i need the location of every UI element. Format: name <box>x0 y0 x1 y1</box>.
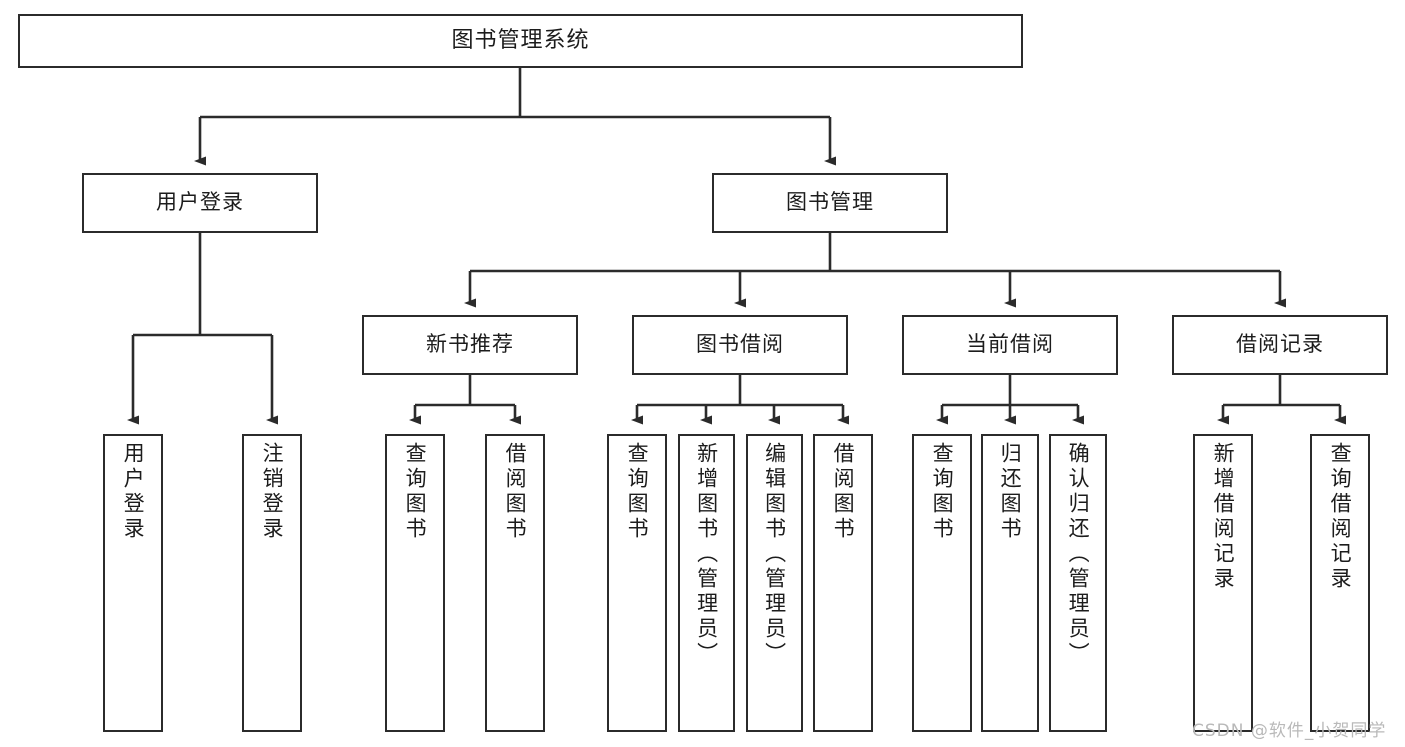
node-leaf-user-login[interactable]: 用户登录 <box>103 434 163 732</box>
node-new-book-rec-label: 新书推荐 <box>426 332 514 357</box>
node-book-manage-label: 图书管理 <box>786 190 874 215</box>
node-leaf-query-book-1-label: 查询图书 <box>403 442 428 542</box>
node-current-borrow[interactable]: 当前借阅 <box>902 315 1118 375</box>
node-leaf-edit-book-label: 编辑图书（管理员） <box>762 442 787 667</box>
node-leaf-confirm-return-label: 确认归还（管理员） <box>1066 442 1091 667</box>
node-leaf-add-book-label: 新增图书（管理员） <box>694 442 719 667</box>
node-root[interactable]: 图书管理系统 <box>18 14 1023 68</box>
node-leaf-user-login-label: 用户登录 <box>121 442 146 542</box>
node-user-login[interactable]: 用户登录 <box>82 173 318 233</box>
node-current-borrow-label: 当前借阅 <box>966 332 1054 357</box>
node-leaf-query-book-3[interactable]: 查询图书 <box>912 434 972 732</box>
node-leaf-add-book[interactable]: 新增图书（管理员） <box>678 434 735 732</box>
node-root-label: 图书管理系统 <box>451 27 590 53</box>
node-leaf-query-record[interactable]: 查询借阅记录 <box>1310 434 1370 732</box>
node-leaf-edit-book[interactable]: 编辑图书（管理员） <box>746 434 803 732</box>
node-user-login-label: 用户登录 <box>156 190 244 215</box>
node-leaf-return-book-label: 归还图书 <box>998 442 1023 542</box>
node-leaf-borrow-book-1[interactable]: 借阅图书 <box>485 434 545 732</box>
node-borrow-record-label: 借阅记录 <box>1236 332 1324 357</box>
node-leaf-borrow-book-2-label: 借阅图书 <box>831 442 856 542</box>
node-leaf-confirm-return[interactable]: 确认归还（管理员） <box>1049 434 1107 732</box>
node-leaf-query-book-3-label: 查询图书 <box>930 442 955 542</box>
node-leaf-add-record[interactable]: 新增借阅记录 <box>1193 434 1253 732</box>
node-new-book-rec[interactable]: 新书推荐 <box>362 315 578 375</box>
node-leaf-return-book[interactable]: 归还图书 <box>981 434 1039 732</box>
node-leaf-query-book-1[interactable]: 查询图书 <box>385 434 445 732</box>
node-leaf-borrow-book-1-label: 借阅图书 <box>503 442 528 542</box>
node-leaf-add-record-label: 新增借阅记录 <box>1211 442 1236 592</box>
node-leaf-logout-label: 注销登录 <box>260 442 285 542</box>
node-leaf-query-book-2[interactable]: 查询图书 <box>607 434 667 732</box>
node-book-manage[interactable]: 图书管理 <box>712 173 948 233</box>
node-book-borrow[interactable]: 图书借阅 <box>632 315 848 375</box>
csdn-watermark: CSDN @软件_小贺同学 <box>1192 721 1387 741</box>
node-borrow-record[interactable]: 借阅记录 <box>1172 315 1388 375</box>
node-leaf-borrow-book-2[interactable]: 借阅图书 <box>813 434 873 732</box>
node-leaf-query-record-label: 查询借阅记录 <box>1328 442 1353 592</box>
node-leaf-logout[interactable]: 注销登录 <box>242 434 302 732</box>
node-book-borrow-label: 图书借阅 <box>696 332 784 357</box>
node-leaf-query-book-2-label: 查询图书 <box>625 442 650 542</box>
